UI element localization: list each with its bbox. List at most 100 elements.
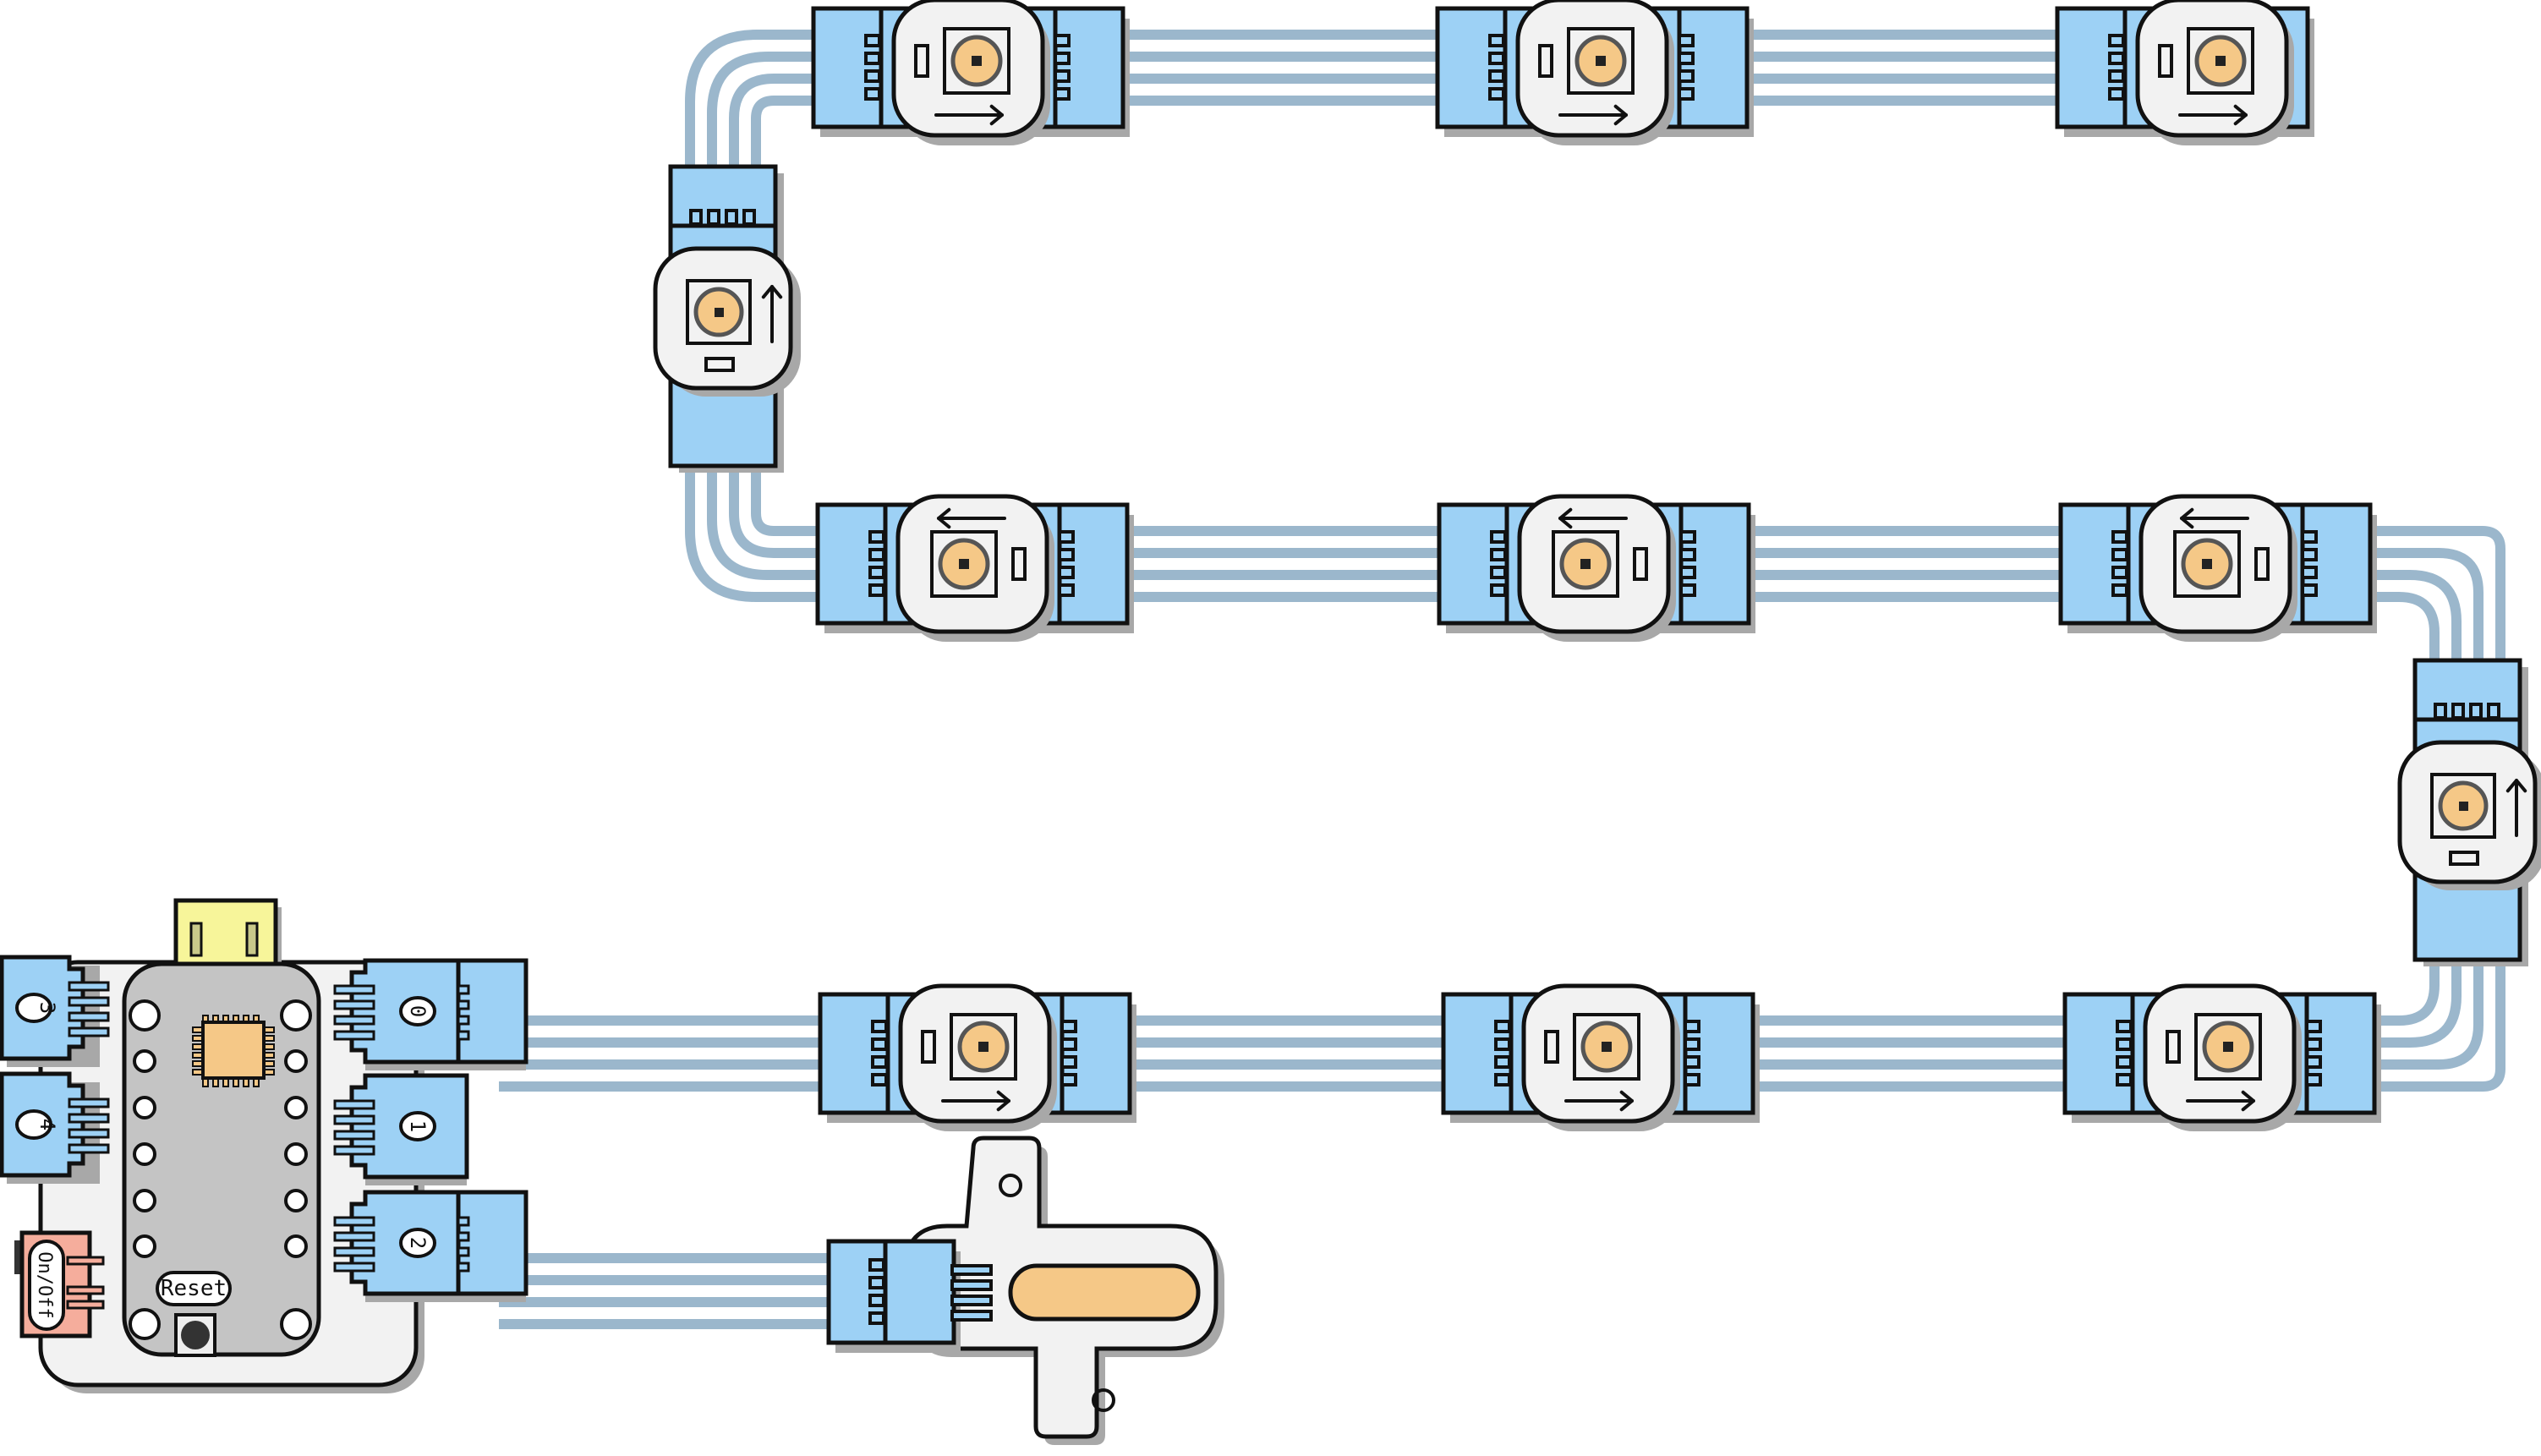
reset-label-bg (156, 1271, 232, 1306)
connector-pin (1060, 1073, 1077, 1087)
connector-pin (1058, 583, 1075, 597)
connector-pin (2434, 703, 2447, 720)
connector-pin (950, 1279, 993, 1291)
connector-pin (2111, 583, 2128, 597)
connector-pin (864, 69, 881, 83)
wire-led8-led9 (685, 30, 824, 173)
connector-pin (2111, 548, 2128, 561)
wire-strand (751, 465, 824, 536)
wire-strand (2363, 947, 2462, 1048)
led-module[interactable] (815, 494, 1134, 642)
led-die (2459, 802, 2468, 811)
connector-pin (1678, 69, 1695, 83)
led-module[interactable] (2062, 983, 2381, 1131)
port-pin (333, 1015, 375, 1026)
led-module[interactable] (1437, 494, 1755, 642)
led-die (715, 308, 724, 317)
port-3[interactable]: 3 (0, 955, 110, 1067)
port-2[interactable]: 2 (333, 1190, 528, 1302)
port-0[interactable]: 0 (333, 958, 528, 1070)
port-pin (333, 1231, 375, 1242)
switch-lever (14, 1240, 23, 1274)
led-module[interactable] (653, 164, 801, 473)
connector-pin (1490, 583, 1507, 597)
connector-pin (2116, 1055, 2133, 1069)
port-pin (333, 1114, 375, 1125)
wire-strand (685, 30, 824, 173)
led-module[interactable] (811, 0, 1130, 145)
resistor-icon (1633, 547, 1648, 581)
resistor-icon (921, 1030, 936, 1064)
reset-button-cap (181, 1321, 210, 1349)
connector-pin (2301, 566, 2318, 579)
connector-pin (871, 1073, 888, 1087)
connector-pin (864, 52, 881, 65)
arrow-head (2505, 779, 2527, 793)
wire-strand (707, 465, 824, 580)
port-pin (68, 981, 110, 992)
led-die (959, 559, 969, 569)
connector-pin (1058, 530, 1075, 544)
wire-led3-led4 (2363, 947, 2505, 1092)
resistor-icon (2254, 547, 2270, 581)
connector-pin (1488, 87, 1505, 101)
connector-pin (2108, 87, 2125, 101)
arrow-head (1619, 1090, 1634, 1112)
port-label-bg (15, 993, 52, 1023)
connector-pin (2451, 703, 2465, 720)
connector-pin (1684, 1073, 1700, 1087)
connector-pin (1054, 52, 1071, 65)
connector-pin (864, 34, 881, 47)
slider-track[interactable] (1008, 1263, 1201, 1322)
connector-pin (2469, 703, 2483, 720)
connector-pin (1054, 69, 1071, 83)
connector-pin (2487, 703, 2500, 720)
port-pin (68, 1128, 110, 1139)
port-pin (333, 1130, 375, 1141)
wire-led4-led5 (2363, 526, 2505, 668)
connector-pin (1490, 566, 1507, 579)
slider-module[interactable] (826, 1136, 1224, 1445)
mount-hole (1092, 1388, 1115, 1412)
led-module[interactable] (2397, 658, 2541, 966)
resistor-icon (1538, 44, 1553, 78)
wire-led6-led7 (1125, 526, 1450, 602)
direction-arrow-icon (941, 1090, 1010, 1112)
connector-pin (1054, 87, 1071, 101)
mounting-hole (284, 1234, 308, 1258)
connector-pin (689, 209, 703, 226)
wire-led7-led8 (685, 465, 824, 602)
connector-pin (871, 1055, 888, 1069)
connector-pin (2116, 1020, 2133, 1033)
port-pin (333, 984, 375, 995)
connector-pin (1494, 1055, 1511, 1069)
connector-pin (742, 209, 756, 226)
port-pin (68, 1097, 110, 1108)
resistor-icon (1011, 547, 1027, 581)
port-pin (333, 1216, 375, 1227)
connector-pin (868, 1294, 885, 1307)
arrow-head (937, 507, 951, 529)
led-module[interactable] (2058, 494, 2377, 642)
led-module[interactable] (1435, 0, 1754, 145)
port-pin (333, 1145, 375, 1156)
port-pin (333, 999, 375, 1010)
connector-pin (868, 548, 885, 561)
led-module[interactable] (1441, 983, 1760, 1131)
direction-arrow-icon (2180, 507, 2249, 529)
led-module[interactable] (2055, 0, 2314, 145)
led-module[interactable] (818, 983, 1136, 1131)
led-die (2202, 559, 2212, 569)
resistor-icon (2166, 1030, 2181, 1064)
wire-led9-led10 (1125, 30, 1446, 106)
connector-pin (2305, 1073, 2322, 1087)
mounting-hole (133, 1049, 156, 1073)
connector-pin (871, 1037, 888, 1051)
connector-pin (950, 1295, 993, 1306)
reset-label: Reset (161, 1276, 227, 1301)
connector-pin (868, 1276, 885, 1289)
port-4[interactable]: 4 (0, 1071, 110, 1184)
port-label-bg (399, 996, 436, 1026)
port-1[interactable]: 1 (333, 1073, 469, 1185)
